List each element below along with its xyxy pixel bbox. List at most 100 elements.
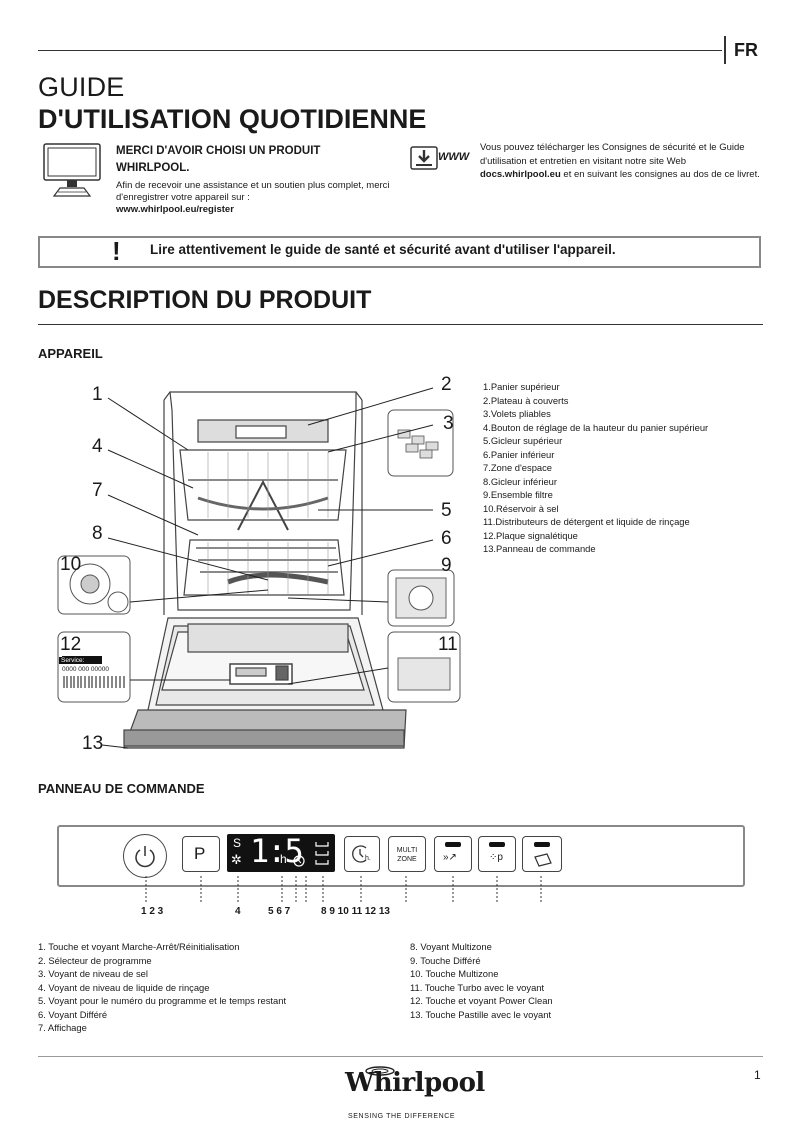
panel-number-4: 4 (235, 906, 241, 917)
power-clean-indicator (489, 842, 505, 847)
turbo-indicator (445, 842, 461, 847)
brand-tagline: SENSING THE DIFFERENCE (348, 1113, 456, 1120)
program-button[interactable]: P (182, 836, 220, 872)
power-icon (135, 846, 155, 868)
safety-warning-text: Lire attentivement le guide de santé et … (150, 242, 616, 257)
control-panel-legend-right: 8. Voyant Multizone 9. Touche Différé 10… (410, 940, 553, 1021)
power-clean-button[interactable]: ⁘p (478, 836, 516, 872)
legend-item: 8.Gicleur inférieur (483, 475, 557, 487)
callout-11: 11 (438, 634, 458, 655)
legend-item: 1. Touche et voyant Marche-Arrêt/Réiniti… (38, 941, 240, 952)
legend-item: 10. Touche Multizone (410, 968, 499, 979)
legend-item: 9.Ensemble filtre (483, 489, 553, 500)
warning-icon: ! (112, 236, 121, 266)
footer-rule (38, 1056, 763, 1057)
top-rule (38, 50, 722, 51)
rating-plate-label: Service: (59, 657, 87, 664)
legend-item: 11. Touche Turbo avec le voyant (410, 981, 545, 993)
power-button[interactable] (123, 834, 167, 878)
delay-indicator-icon (293, 855, 305, 867)
legend-item: 8. Voyant Multizone (410, 941, 492, 952)
panel-numbers-8-13: 8 9 10 11 12 13 (321, 906, 390, 917)
display (227, 834, 335, 872)
safety-warning-box (38, 236, 761, 268)
product-description-title: DESCRIPTION DU PRODUIT (38, 286, 372, 314)
download-icon-label: WWW (438, 151, 470, 163)
legend-item: 13.Panneau de commande (483, 543, 596, 554)
legend-item: 2. Sélecteur de programme (38, 954, 152, 966)
guide-subtitle: D'UTILISATION QUOTIDIENNE (38, 104, 427, 134)
brand-logo: Whirlpool (345, 1068, 485, 1098)
callout-7: 7 (92, 480, 103, 501)
legend-item: 9. Touche Différé (410, 954, 481, 966)
callout-8: 8 (92, 523, 103, 544)
register-link[interactable]: www.whirlpool.eu/register (116, 204, 234, 215)
legend-item: 1.Panier supérieur (483, 381, 560, 392)
control-panel-legend-left: 1. Touche et voyant Marche-Arrêt/Réiniti… (38, 940, 286, 1035)
legend-item: 10.Réservoir à sel (483, 502, 559, 514)
dishwasher-illustration (57, 387, 461, 749)
callout-3: 3 (443, 413, 454, 434)
legend-item: 12.Plaque signalétique (483, 529, 578, 541)
legend-item: 6.Panier inférieur (483, 448, 555, 460)
legend-item: 7.Zone d'espace (483, 462, 553, 473)
rating-plate-code: 0000 000 00000 (62, 666, 109, 673)
program-button-label: P (194, 844, 206, 863)
lang-separator (724, 36, 726, 64)
register-instructions: Afin de recevoir une assistance et un so… (116, 180, 390, 203)
legend-item: 4.Bouton de réglage de la hauteur du pan… (483, 421, 709, 433)
appliance-title: APPAREIL (38, 346, 103, 361)
panel-pointer-lines (145, 876, 542, 904)
legend-item: 3.Volets pliables (483, 408, 551, 419)
callout-6: 6 (441, 528, 452, 549)
turbo-icon: »↗ (443, 852, 457, 863)
panel-numbers-5-7: 5 6 7 (268, 906, 291, 917)
thanks-title: MERCI D'AVOIR CHOISI UN PRODUIT WHIRLPOO… (116, 145, 321, 174)
tablet-button[interactable] (522, 836, 562, 872)
legend-item: 11.Distributeurs de détergent et liquide… (483, 516, 690, 527)
computer-icon (43, 143, 101, 197)
appliance-legend: 1.Panier supérieur 2.Plateau à couverts … (483, 380, 708, 556)
legend-item: 12. Touche et voyant Power Clean (410, 995, 553, 1006)
callout-13: 13 (82, 733, 104, 754)
tablet-icon (534, 853, 552, 867)
clock-icon (352, 845, 367, 863)
download-text: Vous pouvez télécharger les Consignes de… (480, 141, 765, 182)
callout-10: 10 (60, 554, 82, 575)
download-text-a: Vous pouvez télécharger les Consignes de… (480, 142, 745, 167)
callout-12: 12 (60, 634, 82, 655)
multizone-label-line1: MULTI (396, 847, 418, 854)
page-number: 1 (754, 1068, 761, 1082)
callout-2: 2 (441, 374, 452, 395)
section-rule (38, 324, 763, 325)
callout-9: 9 (441, 555, 452, 576)
legend-item: 2.Plateau à couverts (483, 394, 569, 406)
legend-item: 5.Gicleur supérieur (483, 435, 563, 446)
whirlpool-swirl-icon (365, 1066, 395, 1076)
delay-button[interactable]: h. (344, 836, 380, 872)
download-text-b: et en suivant les consignes au dos de ce… (560, 169, 760, 180)
callout-1: 1 (92, 384, 103, 405)
display-unit: h (280, 852, 287, 866)
callout-4: 4 (92, 436, 103, 457)
control-panel-title: PANNEAU DE COMMANDE (38, 781, 205, 796)
legend-item: 6. Voyant Différé (38, 1008, 108, 1020)
language-code: FR (734, 40, 758, 60)
turbo-button[interactable]: »↗ (434, 836, 472, 872)
register-text: Afin de recevoir une assistance et un so… (116, 180, 396, 216)
delay-button-label: h. (365, 855, 371, 862)
legend-item: 13. Touche Pastille avec le voyant (410, 1008, 552, 1020)
guide-title: GUIDE (38, 72, 125, 102)
multizone-label-line2: ZONE (397, 856, 417, 863)
tablet-indicator (534, 842, 550, 847)
panel-numbers-1-3: 1 2 3 (141, 906, 164, 917)
salt-indicator: S (233, 836, 242, 850)
legend-item: 3. Voyant de niveau de sel (38, 968, 148, 979)
multizone-indicator-icon (315, 842, 329, 865)
legend-item: 4. Voyant de niveau de liquide de rinçag… (38, 981, 210, 993)
multizone-button[interactable]: MULTI ZONE (388, 836, 426, 872)
docs-link[interactable]: docs.whirlpool.eu (480, 169, 561, 180)
callout-5: 5 (441, 500, 452, 521)
rinse-aid-icon: ✲ (231, 852, 242, 867)
legend-item: 5. Voyant pour le numéro du programme et… (38, 995, 287, 1006)
